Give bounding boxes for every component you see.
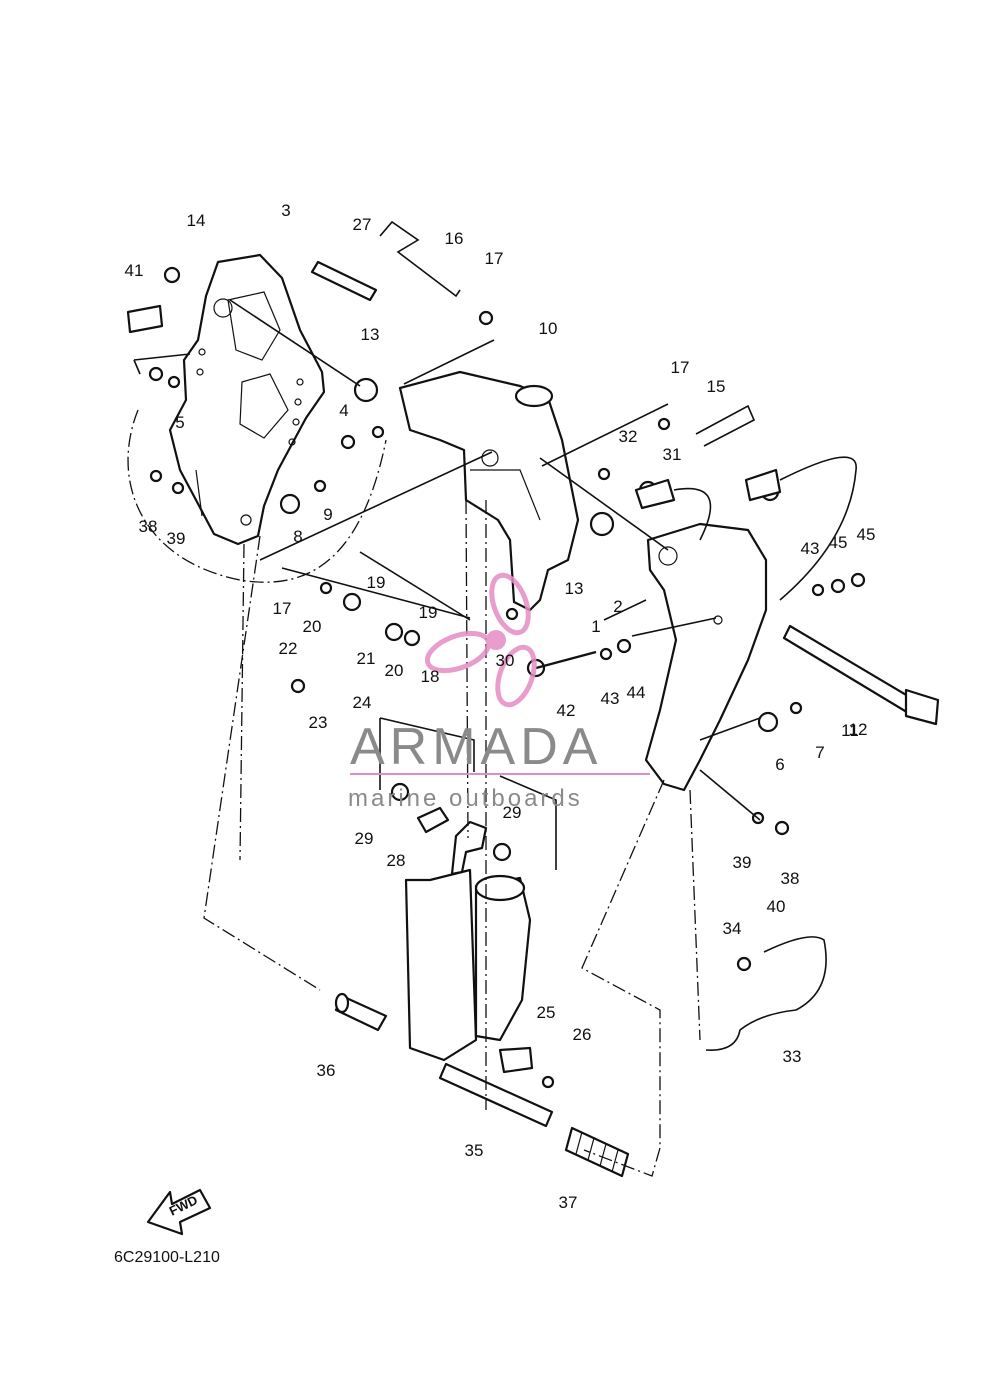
callout-25: 25	[537, 1003, 556, 1022]
diagram-code: 6C29100-L210	[114, 1249, 220, 1266]
part-right-clamp-bracket	[644, 522, 768, 792]
callout-10: 10	[539, 319, 558, 338]
callout-7: 7	[815, 743, 824, 762]
fwd-arrow-icon: FWD	[146, 1188, 212, 1236]
part-12-through-bolt	[782, 624, 940, 726]
callout-18: 18	[421, 667, 440, 686]
callout-36: 36	[317, 1061, 336, 1080]
callout-29: 29	[355, 829, 374, 848]
propeller-logo-icon	[424, 572, 537, 708]
callout-5: 5	[175, 413, 184, 432]
part-10-swivel-bracket	[398, 370, 580, 612]
part-15-lever	[695, 404, 756, 447]
part-40-hose	[705, 936, 827, 1051]
part-31-connector	[634, 456, 857, 601]
callout-3: 3	[281, 201, 290, 220]
callout-45: 45	[829, 533, 848, 552]
part-41-label	[126, 304, 164, 334]
part-3-left-clamp-bracket	[168, 253, 326, 546]
watermark: ARMADA marine outboards	[348, 572, 650, 812]
part-16-lever-rod	[379, 220, 461, 298]
callout-39: 39	[167, 529, 186, 548]
callout-4: 4	[339, 401, 348, 420]
callout-16: 16	[445, 229, 464, 248]
callout-11: 11	[841, 721, 859, 740]
callout-43: 43	[601, 689, 620, 708]
callout-19: 19	[419, 603, 438, 622]
callout-27: 27	[353, 215, 372, 234]
callout-30: 30	[496, 651, 515, 670]
callout-20: 20	[303, 617, 322, 636]
part-36-bushing	[334, 992, 388, 1032]
callout-39: 39	[733, 853, 752, 872]
callout-9: 9	[323, 505, 332, 524]
callout-20: 20	[385, 661, 404, 680]
callout-13: 13	[565, 579, 584, 598]
callout-26: 26	[573, 1025, 592, 1044]
callout-45: 45	[857, 525, 876, 544]
callout-21: 21	[357, 649, 376, 668]
callout-1: 1	[591, 617, 600, 636]
callout-17: 17	[273, 599, 292, 618]
callout-numbers: 1234567891011121313141516171717181919202…	[125, 201, 876, 1212]
callout-38: 38	[139, 517, 158, 536]
callout-8: 8	[293, 527, 302, 546]
callout-34: 34	[723, 919, 742, 938]
callout-37: 37	[559, 1193, 578, 1212]
callout-29: 29	[503, 803, 522, 822]
callout-24: 24	[353, 693, 372, 712]
callout-32: 32	[619, 427, 638, 446]
callout-23: 23	[309, 713, 328, 732]
callout-33: 33	[783, 1047, 802, 1066]
callout-19: 19	[367, 573, 386, 592]
callout-17: 17	[485, 249, 504, 268]
part-37-collar	[564, 1126, 630, 1178]
watermark-brand: ARMADA	[350, 718, 602, 776]
part-tilt-trim-unit	[404, 820, 532, 1062]
callout-41: 41	[125, 261, 144, 280]
assembly-reference-lines	[127, 299, 761, 1177]
callout-42: 42	[557, 701, 576, 720]
callout-31: 31	[663, 445, 682, 464]
callout-22: 22	[279, 639, 298, 658]
callout-6: 6	[775, 755, 784, 774]
callout-40: 40	[767, 897, 786, 916]
callout-2: 2	[613, 597, 622, 616]
callout-14: 14	[187, 211, 206, 230]
callout-17: 17	[671, 358, 690, 377]
callout-28: 28	[387, 851, 406, 870]
small-fasteners	[148, 266, 866, 1089]
callout-38: 38	[781, 869, 800, 888]
part-27-pin	[310, 260, 378, 302]
callout-35: 35	[465, 1141, 484, 1160]
callout-15: 15	[707, 377, 726, 396]
part-35-shaft	[438, 1062, 554, 1128]
callout-12: 12	[849, 720, 868, 739]
callout-43: 43	[801, 539, 820, 558]
callout-13: 13	[361, 325, 380, 344]
callout-44: 44	[627, 683, 646, 702]
watermark-tagline: marine outboards	[348, 785, 583, 812]
